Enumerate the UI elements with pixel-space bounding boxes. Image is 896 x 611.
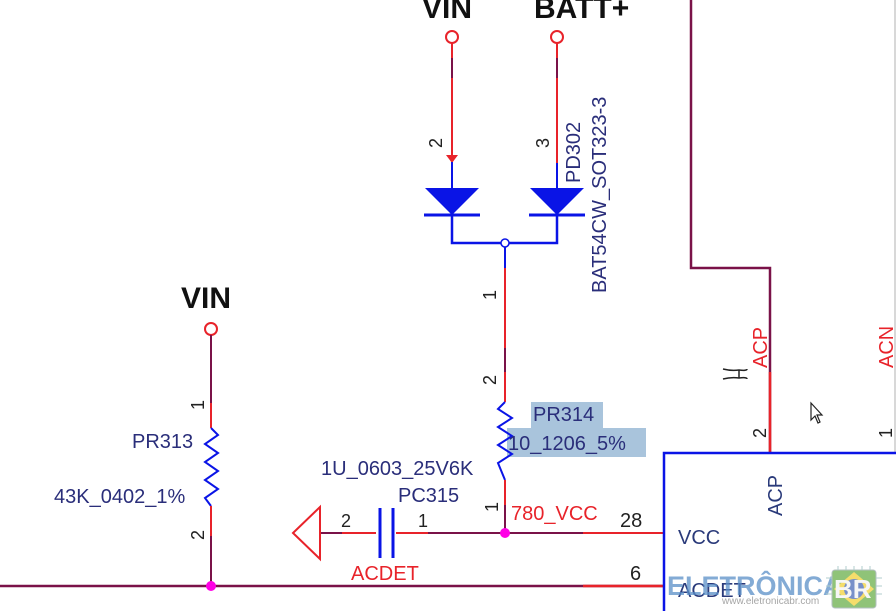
diode-pin-2: 2	[426, 138, 446, 148]
text-cursor-icon	[722, 368, 748, 380]
pr314-ref-highlight	[531, 402, 603, 428]
pr314-ref: PR314	[533, 404, 594, 426]
net-acp-label: ACP	[750, 327, 772, 368]
batt-top-label: BATT+	[534, 0, 629, 25]
pr314-pin-2: 2	[480, 375, 500, 385]
net-acn-label: ACN	[876, 326, 896, 368]
diode-pin-1: 1	[480, 290, 500, 300]
watermark: ELETRÔNICA BR www.eletronicabr.com	[667, 566, 882, 609]
ic-pin-28-number: 28	[620, 510, 642, 532]
diode-pin-3: 3	[533, 138, 553, 148]
ic-pin-acdet-name: ACDET	[678, 580, 746, 602]
resistor-pr314-icon[interactable]	[496, 401, 514, 481]
net-acdet-label: ACDET	[351, 563, 419, 585]
acp-pin-2: 2	[750, 428, 770, 438]
vin-top-label: VIN	[422, 0, 472, 25]
pr314-value-highlight	[507, 428, 646, 457]
acn-pin-1: 1	[876, 428, 896, 438]
pr313-pin-2: 2	[188, 530, 208, 540]
pr314-pin-1: 1	[482, 502, 502, 512]
pc315-ref: PC315	[398, 485, 459, 507]
net-780-vcc-label: 780_VCC	[511, 503, 598, 525]
diode-common-node-icon	[500, 238, 510, 248]
vcc-junction-icon	[500, 528, 510, 538]
watermark-url: www.eletronicabr.com	[721, 596, 819, 607]
capacitor-pc315-icon[interactable]	[376, 508, 396, 558]
diode-left-icon[interactable]	[424, 188, 480, 217]
diode-ref: PD302	[563, 122, 585, 183]
vin-left-port-icon[interactable]	[204, 322, 218, 336]
ic-pin-vcc-name: VCC	[678, 527, 720, 549]
vin-left-label: VIN	[181, 282, 231, 315]
mouse-pointer-icon	[810, 401, 824, 424]
pr313-pin-1: 1	[188, 400, 208, 410]
pr313-value: 43K_0402_1%	[54, 486, 185, 508]
watermark-brand: ELETRÔNICA	[667, 570, 843, 601]
batt-top-port-icon[interactable]	[550, 30, 564, 44]
pc315-pin-2: 2	[341, 511, 351, 531]
pr314-value: 10_1206_5%	[508, 433, 626, 455]
vin-top-port-icon[interactable]	[445, 30, 459, 44]
pr313-ref: PR313	[132, 431, 193, 453]
pc315-pin-1: 1	[418, 511, 428, 531]
resistor-pr313-icon[interactable]	[203, 427, 220, 507]
ic-pin-acp-name: ACP	[765, 475, 787, 516]
diode-value: BAT54CW_SOT323-3	[589, 97, 611, 293]
ic-pin-6-number: 6	[630, 563, 641, 585]
acdet-junction-icon	[206, 581, 216, 591]
watermark-brand-suffix: BR	[834, 574, 872, 604]
pc315-value: 1U_0603_25V6K	[321, 458, 474, 480]
diode-right-icon[interactable]	[529, 188, 585, 217]
ground-icon[interactable]	[291, 504, 321, 562]
watermark-chip-icon	[826, 566, 882, 609]
wire-acp-route[interactable]	[689, 0, 772, 453]
pin-arrow-icon	[446, 155, 458, 163]
